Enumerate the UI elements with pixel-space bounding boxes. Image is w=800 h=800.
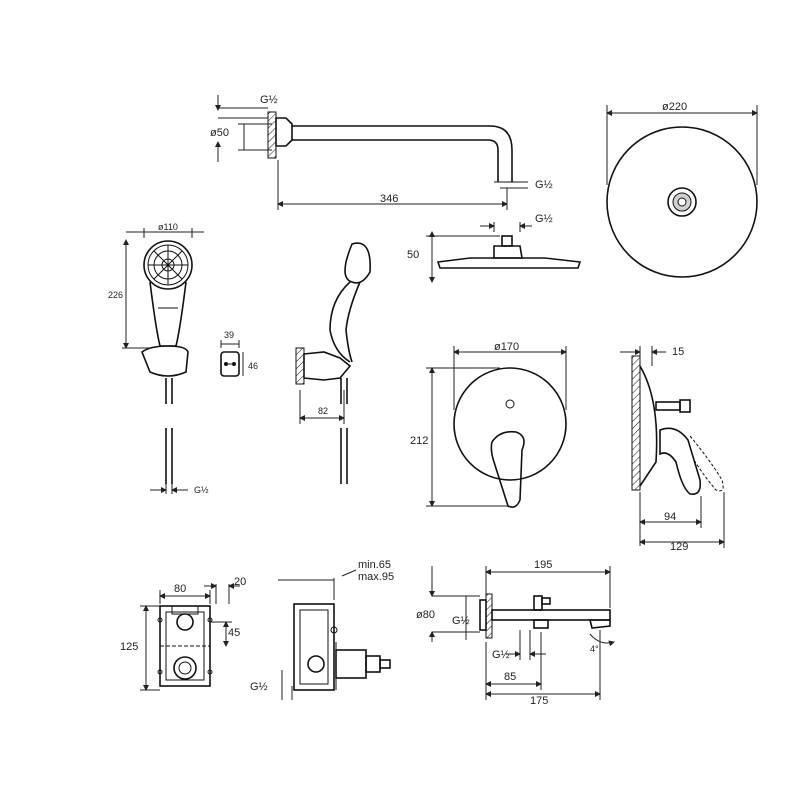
install-max-label: max.95 [358,571,394,583]
arm-outlet-thread-label: G½ [535,179,553,191]
arm-length-label: 346 [380,193,398,205]
spout-thread-1-label: G½ [452,615,470,627]
plate-height-label: 212 [410,435,428,447]
spout-flange-label: ø80 [416,609,435,621]
holder-projection-label: 82 [318,406,328,416]
holder-front-view: 39 46 [220,330,258,377]
arm-thread-label: G½ [260,94,278,106]
handle-projection-1-label: 94 [664,511,676,523]
concealed-box-front-view: 80 20 125 45 [120,576,246,691]
hose-thread-label: G½ [194,485,209,495]
concealed-box-side-view: min.65 max.95 G½ [250,559,394,700]
handle-depth-label: 15 [672,346,684,358]
box-inner-label: 45 [228,627,240,639]
install-min-label: min.65 [358,559,391,571]
plate-diameter-label: ø170 [494,341,519,353]
box-width-label: 80 [174,583,186,595]
box-height-label: 125 [120,641,138,653]
spout-total-label: 175 [530,695,548,707]
shower-head-top-view: ø220 [606,101,758,278]
spout-thread-2-label: G½ [492,649,510,661]
spout-offset-label: 85 [504,671,516,683]
head-thread-label: G½ [535,213,553,225]
hand-diameter-label: ø110 [158,222,178,232]
handle-projection-2-label: 129 [670,541,688,553]
box-offset-label: 20 [234,576,246,588]
bath-spout-view: 195 ø80 G½ G½ 85 175 4° [416,559,615,707]
holder-height-label: 46 [248,361,258,371]
hand-shower-front-view: ø110 226 G½ [108,222,209,495]
spout-angle-label: 4° [590,644,599,654]
head-diameter-label: ø220 [662,101,687,113]
spout-length-label: 195 [534,559,552,571]
head-height-label: 50 [407,249,419,261]
shower-arm-view: G½ ø50 346 G½ [210,94,553,210]
mixer-plate-front-view: ø170 212 [410,341,567,508]
arm-diameter-label: ø50 [210,127,229,139]
hand-shower-side-view: 82 [295,242,371,484]
holder-width-label: 39 [224,330,234,340]
hand-length-label: 226 [108,290,123,300]
shower-head-side-view: G½ 50 [407,213,582,283]
box-thread-label: G½ [250,681,268,693]
mixer-side-view: 15 94 129 [620,346,725,553]
